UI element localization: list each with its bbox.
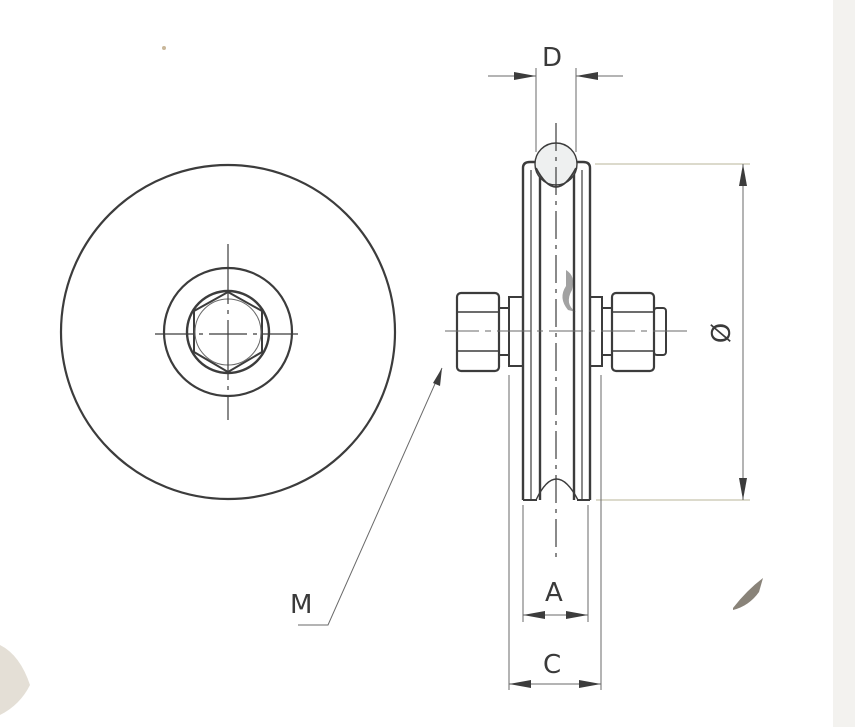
dim-a-arrow-left [523, 611, 545, 619]
groove-bottom-arc [535, 478, 579, 501]
label-a: A [545, 578, 563, 608]
paper-edge [833, 0, 855, 727]
wheel-outer-circle [59, 163, 397, 501]
dimensions [298, 68, 750, 690]
left-nut [455, 291, 501, 373]
label-diameter: Ø [707, 322, 738, 344]
label-m: M [290, 590, 313, 620]
dim-a-arrow-right [566, 611, 588, 619]
label-c: C [543, 650, 562, 680]
dim-dia-arrow-top [739, 164, 747, 186]
dim-m-arrow [433, 368, 442, 386]
label-d: D [542, 43, 563, 73]
scan-smudges [0, 46, 763, 715]
dim-c-arrow-left [509, 680, 531, 688]
front-view [59, 163, 397, 501]
right-nut [610, 291, 656, 373]
dim-d-arrow-right [576, 72, 598, 80]
dim-dia-arrow-bottom [739, 478, 747, 500]
dim-c-arrow-right [579, 680, 601, 688]
dim-d-arrow-left [514, 72, 536, 80]
dim-m-leader [298, 367, 443, 626]
side-view [445, 123, 690, 560]
